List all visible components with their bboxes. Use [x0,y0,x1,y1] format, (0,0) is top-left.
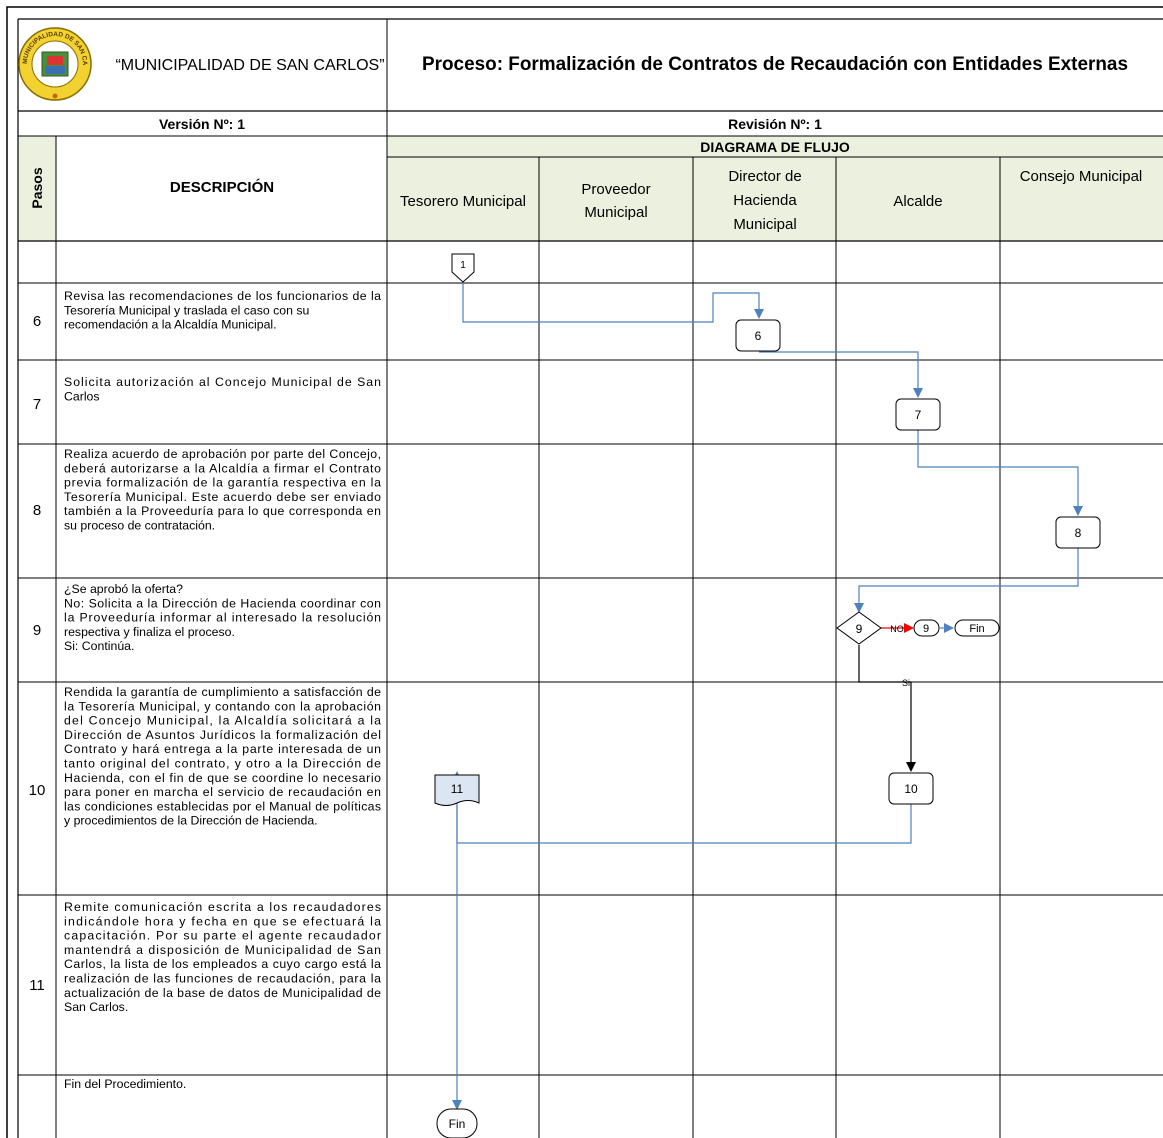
no-branch-label: NO [890,624,904,634]
lane-consejo: Consejo Municipal [1020,168,1143,185]
description-line: y procedimientos de la Dirección de Haci… [64,814,318,828]
flow-header-fill [387,136,1163,241]
process-node-10: 10 [888,772,934,805]
description-line: No: Solicita a la Dirección de Hacienda … [64,596,381,610]
lane-alcalde: Alcalde [893,193,942,210]
description-line: San Carlos. [64,1000,128,1014]
lane-director-l2: Hacienda [733,192,797,209]
process-node-8: 8 [1055,516,1101,549]
description-line: la Proveeduría informar al interesado la… [64,611,381,625]
description-line: Dirección de Asuntos Jurídicos la formal… [64,728,381,742]
description-line: realización de las funciones de recaudac… [64,972,381,986]
flow-connectors [452,283,1083,1110]
description-line: Revisa las recomendaciones de los funcio… [64,289,381,303]
description-line: Fin del Procedimiento. [64,1077,186,1091]
description-line: Tesorería Municipal. Este acuerdo debe s… [64,490,381,504]
steps-header: Pasos [29,167,45,208]
revision-label: Revisión Nº: 1 [728,116,822,132]
description-line: Si: Continúa. [64,639,134,653]
description-line: las condiciones establecidas por el Manu… [64,799,381,813]
step-number: 7 [33,396,41,413]
node-label: Fin [969,623,984,635]
description-line: su proceso de contratación. [64,519,215,533]
node-label: Fin [449,1117,466,1131]
lane-tesorero: Tesorero Municipal [400,193,526,210]
description-line: mantendrá a disposición de Municipalidad… [64,943,381,957]
flow-diagram-header: DIAGRAMA DE FLUJO [700,139,850,155]
node-label: 9 [923,623,929,635]
description-line: respectiva y finaliza el proceso. [64,625,235,639]
version-label: Versión Nº: 1 [159,116,245,132]
description-line: indicándole hora y fecha en que se efect… [64,914,381,928]
process-node-7: 7 [895,398,941,431]
description-line: actualización de la base de datos de Mun… [64,986,381,1000]
process-node-6: 6 [735,319,781,352]
description-line: Carlos, la lista de los empleados a cuyo… [64,957,381,971]
terminal-fin: Fin [436,1108,478,1138]
description-line: tanto original del contrato, y otro a la… [64,757,381,771]
step-descriptions: Revisa las recomendaciones de los funcio… [64,289,381,1091]
description-header: DESCRIPCIÓN [170,178,274,196]
description-line: Solicita autorización al Concejo Municip… [64,375,381,389]
step-number: 10 [29,782,46,799]
outer-border [6,6,1163,1138]
offpage-connector-1: 1 [451,253,475,283]
step-number: 6 [33,313,41,330]
connector-node-9: 9 [913,619,940,637]
description-line: Rendida la garantía de cumplimiento a sa… [64,685,381,699]
decision-node-9: 9 [836,611,882,645]
organization-name: “MUNICIPALIDAD DE SAN CARLOS” [115,57,384,74]
lane-proveedor-l2: Municipal [584,204,647,221]
node-label: 10 [904,782,918,796]
description-line: Tesorería Municipal y traslada el caso c… [64,303,310,317]
connector-label: 1 [460,260,466,271]
description-line: deberá autorizarse a la Alcaldía a firma… [64,461,381,475]
description-line: Realiza acuerdo de aprobación por parte … [64,447,381,461]
lane-director-l3: Municipal [733,216,796,233]
yes-branch-label: Si [902,678,910,688]
step-number: 9 [33,622,41,639]
description-line: Contrato y hará entrega a la parte inter… [64,742,381,756]
process-title: Proceso: Formalización de Contratos de R… [422,54,1128,75]
step-number: 11 [29,977,45,994]
description-line: del Concejo Municipal, la Alcaldía solic… [64,714,381,728]
description-line: para poner en marcha el servicio de reca… [64,785,381,799]
node-label: 11 [451,782,464,796]
terminal-fin-no: Fin [954,619,1000,637]
description-line: recomendación a la Alcaldía Municipal. [64,318,277,332]
municipal-seal-logo: MUNICIPALIDAD DE SAN CARLOS [0,0,92,101]
description-header-fill [56,136,387,241]
description-line: ¿Se aprobó la oferta? [64,582,183,596]
node-label: 7 [915,408,922,422]
node-label: 6 [755,329,762,343]
lane-director-l1: Director de [728,168,801,185]
lane-proveedor-l1: Proveedor [581,181,650,198]
steps-header-fill [18,136,56,241]
description-line: Remite comunicación escrita a los recaud… [64,900,381,914]
description-line: Hacienda, con el fin de que se coordine … [64,771,381,785]
description-line: capacitación. Por su parte el agente rec… [64,929,381,943]
description-line: previa formalización de la garantía resp… [64,476,381,490]
description-line: la Tesorería Municipal, y contando con l… [64,699,381,713]
document-node-11: 11 [434,774,480,806]
description-line: también a la Proveeduría para lo que cor… [64,504,381,518]
node-label: 8 [1075,526,1082,540]
step-number: 8 [33,502,41,519]
description-line: Carlos [64,389,100,403]
node-label: 9 [856,622,863,636]
